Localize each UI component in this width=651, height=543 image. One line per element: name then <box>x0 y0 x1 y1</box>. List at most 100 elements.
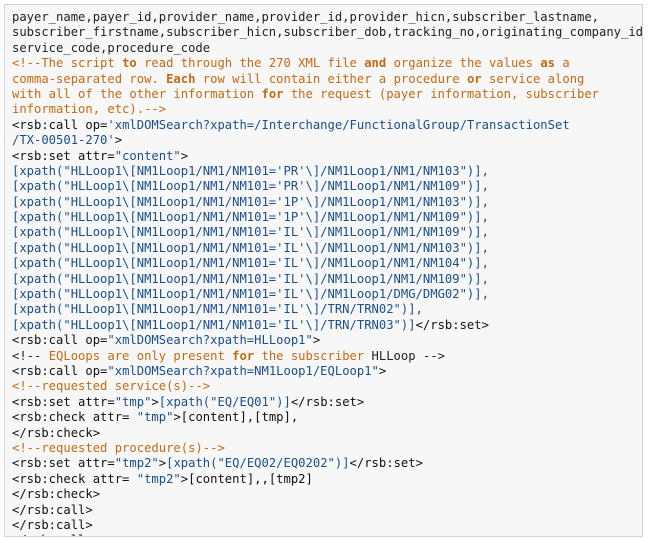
code-line: <rsb:set attr="tmp2">[xpath("EQ/EQ02/EQ0… <box>12 456 636 471</box>
code-token-tag: </rsb:set> <box>415 317 489 332</box>
code-token-string: [xpath("HLLoop1\[NM1Loop1/NM1/NM101='IL'… <box>12 256 489 271</box>
code-line: <!-- EQLoops are only present for the su… <box>12 349 636 364</box>
code-token-kw: and <box>364 56 387 71</box>
code-token-tag: <rsb:set attr= <box>12 456 115 471</box>
code-line: <rsb:check attr= "tmp">[content],[tmp], <box>12 410 636 425</box>
code-token-string: [xpath("EQ/EQ01")] <box>158 394 291 409</box>
code-token-tag: <rsb:check attr= <box>12 410 137 425</box>
code-line: <rsb:call op="xmlDOMSearch?xpath=NM1Loop… <box>12 364 636 379</box>
code-token-string: "tmp" <box>114 394 152 409</box>
code-line: <rsb:call op="xmlDOMSearch?xpath=HLLoop1… <box>12 333 636 348</box>
code-token-tag: <rsb:call op= <box>12 333 108 348</box>
code-token-string: 'xmlDOMSearch?xpath=/Interchange/Functio… <box>107 117 570 132</box>
code-line: [xpath("HLLoop1\[NM1Loop1/NM1/NM101='IL'… <box>12 241 636 256</box>
code-token-string: "tmp2" <box>114 456 159 471</box>
code-token-tag: > <box>312 333 321 348</box>
code-token-tag: </rsb:call> <box>12 533 93 536</box>
code-token-string: [xpath("HLLoop1\[NM1Loop1/NM1/NM101='1P'… <box>12 194 489 209</box>
code-token-string: "content" <box>114 148 181 163</box>
code-token-tag: </rsb:call> <box>12 517 93 532</box>
code-token-comment: service along <box>481 71 585 86</box>
code-token-tag: </rsb:set> <box>349 456 423 471</box>
code-line: [xpath("HLLoop1\[NM1Loop1/NM1/NM101='PR'… <box>12 164 636 179</box>
code-token-string: "xmlDOMSearch?xpath=HLLoop1" <box>107 333 313 348</box>
code-line: [xpath("HLLoop1\[NM1Loop1/NM1/NM101='IL'… <box>12 318 636 333</box>
code-token-string: [xpath("HLLoop1\[NM1Loop1/NM1/NM101='IL'… <box>12 287 489 302</box>
code-token-plain: subscriber_firstname,subscriber_hicn,sub… <box>12 25 643 40</box>
code-line: service_code,procedure_code <box>12 41 636 56</box>
code-line: [xpath("HLLoop1\[NM1Loop1/NM1/NM101='IL'… <box>12 272 636 287</box>
code-line: subscriber_firstname,subscriber_hicn,sub… <box>12 25 642 40</box>
code-token-string: [xpath("HLLoop1\[NM1Loop1/NM1/NM101='IL'… <box>12 271 489 286</box>
code-token-kw: or <box>466 71 482 86</box>
code-line: <rsb:check attr= "tmp2">[content],,[tmp2… <box>12 472 636 487</box>
code-token-string: "xmlDOMSearch?xpath=NM1Loop1/EQLoop1" <box>107 363 379 378</box>
code-token-kw: for <box>261 86 284 101</box>
code-token-comment: <!--requested service(s)--> <box>12 379 211 394</box>
code-line: <rsb:call op='xmlDOMSearch?xpath=/Interc… <box>12 118 636 133</box>
code-line: <!--requested procedure(s)--> <box>12 441 636 456</box>
code-token-comment: read through the 270 XML file <box>136 56 365 71</box>
code-token-tag: >[content],[tmp], <box>173 410 299 425</box>
code-token-comment: comma-separated row. <box>12 71 167 86</box>
code-token-comment: EQLoops are only present <box>48 348 233 363</box>
code-line: /TX-00501-270'> <box>12 133 636 148</box>
code-token-comment: the request (payer information, subscrib… <box>283 86 600 101</box>
code-token-comment: <!--The script <box>12 56 123 71</box>
code-line: </rsb:check> <box>12 426 636 441</box>
code-token-string: [xpath("HLLoop1\[NM1Loop1/NM1/NM101='PR'… <box>12 163 489 178</box>
code-token-tag: > <box>378 363 387 378</box>
code-line: </rsb:call> <box>12 533 636 536</box>
code-token-tag: </rsb:check> <box>12 487 101 502</box>
code-token-comment: row will contain either a procedure <box>195 71 467 86</box>
code-token-plain: HLLoop --> <box>364 348 445 363</box>
code-line: </rsb:call> <box>12 518 636 533</box>
code-token-plain: <!-- <box>12 348 49 363</box>
code-block-panel: payer_name,payer_id,provider_name,provid… <box>4 4 643 537</box>
code-token-tag: <rsb:call op= <box>12 117 108 132</box>
code-block: payer_name,payer_id,provider_name,provid… <box>12 10 642 536</box>
code-line: <rsb:set attr="tmp">[xpath("EQ/EQ01")]</… <box>12 395 636 410</box>
code-token-comment: <!--requested procedure(s)--> <box>12 440 225 455</box>
code-token-tag: <rsb:set attr= <box>12 148 115 163</box>
code-token-string: [xpath("HLLoop1\[NM1Loop1/NM1/NM101='IL'… <box>12 317 416 332</box>
code-token-plain: payer_name,payer_id,provider_name,provid… <box>12 10 599 24</box>
code-line: </rsb:check> <box>12 487 636 502</box>
code-token-comment: the subscriber <box>254 348 365 363</box>
code-token-string: "tmp2" <box>136 471 181 486</box>
code-line: payer_name,payer_id,provider_name,provid… <box>12 10 636 25</box>
code-token-tag: <rsb:set attr= <box>12 394 115 409</box>
code-line: <rsb:set attr="content"> <box>12 149 636 164</box>
code-line: [xpath("HLLoop1\[NM1Loop1/NM1/NM101='IL'… <box>12 256 636 271</box>
code-token-kw: Each <box>166 71 196 86</box>
code-line: [xpath("HLLoop1\[NM1Loop1/NM1/NM101='IL'… <box>12 225 636 240</box>
code-token-kw: to <box>122 56 137 71</box>
code-line: [xpath("HLLoop1\[NM1Loop1/NM1/NM101='PR'… <box>12 179 636 194</box>
code-line: with all of the other information for th… <box>12 87 636 102</box>
code-token-tag: </rsb:set> <box>290 394 365 409</box>
code-token-string: [xpath("HLLoop1\[NM1Loop1/NM1/NM101='1P'… <box>12 210 489 225</box>
code-line: [xpath("HLLoop1\[NM1Loop1/NM1/NM101='IL'… <box>12 302 636 317</box>
code-token-tag: >[content],,[tmp2] <box>180 471 313 486</box>
code-token-tag: <rsb:call op= <box>12 363 108 378</box>
code-token-comment: organize the values <box>386 56 541 71</box>
code-token-string: /TX-00501-270' <box>12 133 115 148</box>
code-line: [xpath("HLLoop1\[NM1Loop1/NM1/NM101='1P'… <box>12 195 636 210</box>
code-token-string: "tmp" <box>136 410 174 425</box>
code-token-tag: > <box>158 456 167 471</box>
code-token-plain: service_code,procedure_code <box>12 40 211 55</box>
code-token-string: [xpath("EQ/EQ02/EQ0202")] <box>166 456 350 471</box>
code-token-comment: a <box>555 56 570 71</box>
code-token-tag: </rsb:call> <box>12 502 93 517</box>
code-line: [xpath("HLLoop1\[NM1Loop1/NM1/NM101='IL'… <box>12 287 636 302</box>
code-token-string: [xpath("HLLoop1\[NM1Loop1/NM1/NM101='IL'… <box>12 302 423 317</box>
code-token-tag: > <box>114 133 123 148</box>
code-token-string: [xpath("HLLoop1\[NM1Loop1/NM1/NM101='IL'… <box>12 225 489 240</box>
code-line: comma-separated row. Each row will conta… <box>12 72 636 87</box>
code-token-tag: </rsb:check> <box>12 425 101 440</box>
code-token-comment: with all of the other information <box>12 86 262 101</box>
code-line: information, etc).--> <box>12 102 636 117</box>
code-token-string: [xpath("HLLoop1\[NM1Loop1/NM1/NM101='PR'… <box>12 179 489 194</box>
code-token-kw: for <box>232 348 255 363</box>
code-token-kw: as <box>540 56 556 71</box>
